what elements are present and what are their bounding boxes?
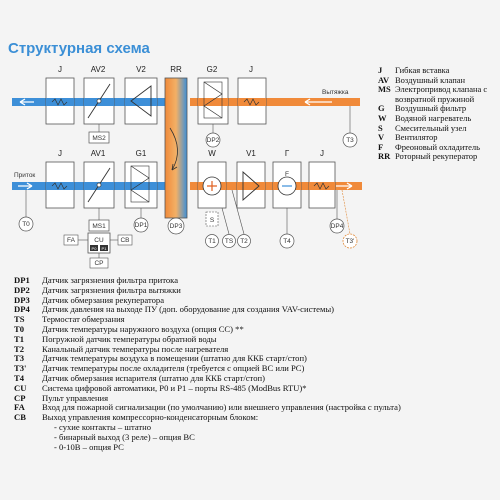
cu-label: CU — [94, 237, 104, 244]
supply-label: Приток — [14, 172, 35, 179]
supply-arrow-left-icon — [18, 182, 33, 190]
rotor-recuperator — [164, 77, 188, 219]
t0-label: T0 — [22, 221, 30, 228]
ts-sensor — [222, 234, 236, 248]
exhaust-duct-right — [190, 98, 360, 106]
t1-label: T1 — [208, 238, 216, 245]
s-label: S — [210, 217, 215, 224]
t4-label: T4 — [283, 238, 291, 245]
t1-sensor — [205, 234, 219, 248]
unit-av1: AV1 — [91, 149, 106, 158]
unit-j-top-right: J — [249, 65, 253, 74]
dp4-label: DP4 — [331, 223, 344, 230]
fan-triangle-icon — [130, 85, 152, 117]
filter-zigzag-icon — [203, 81, 223, 119]
unit-j-bottom-left: J — [58, 149, 62, 158]
page-title: Структурная схема — [8, 40, 150, 57]
unit-w: W — [208, 149, 216, 158]
filter-zigzag-icon — [130, 165, 150, 203]
unit-av2: AV2 — [91, 65, 106, 74]
supply-arrow-right-icon — [336, 182, 353, 190]
top-unit-labels: J AV2 V2 RR G2 J — [58, 65, 253, 74]
unit-v1: V1 — [246, 149, 256, 158]
fa-label: FA — [67, 237, 76, 244]
f-label: F — [285, 171, 289, 178]
dp3-sensor — [167, 217, 185, 235]
unit-v2: V2 — [136, 65, 146, 74]
t3-prime-sensor — [342, 233, 358, 249]
unit-rr: RR — [170, 65, 182, 74]
cb-option: - бинарный выход (3 реле) – опция BC — [54, 431, 195, 442]
unit-j-top-left: J — [58, 65, 62, 74]
ms1-label: MS1 — [92, 223, 106, 230]
ms2-label: MS2 — [92, 135, 106, 142]
cb-option: - 0-10В – опция PC — [54, 441, 124, 452]
unit-g1: G1 — [136, 149, 147, 158]
cb-option: - сухие контакты – штатно — [54, 421, 152, 432]
exhaust-arrow-right-icon — [304, 98, 332, 106]
bottom-unit-labels: J AV1 G1 W V1 Г J — [58, 149, 324, 158]
dp2-label: DP2 — [207, 137, 220, 144]
t3-prime-label: T3' — [346, 238, 355, 245]
fan-triangle-icon — [242, 171, 260, 201]
ts-label: TS — [225, 238, 234, 245]
cb-label: CB — [120, 237, 129, 244]
exhaust-label: Вытяжка — [322, 89, 349, 96]
t2-sensor — [237, 234, 251, 248]
legend-item: T3'Датчик температуры после охладителя (… — [14, 363, 305, 374]
mixing-unit-s — [205, 211, 219, 227]
structural-diagram: J AV2 V2 RR G2 J Вытяжка Приток MS2 DP2 … — [12, 65, 362, 269]
dp1-label: DP1 — [135, 222, 148, 229]
exhaust-arrow-left-icon — [19, 98, 34, 106]
unit-g-cooler: Г — [285, 149, 290, 158]
dp3-label: DP3 — [170, 223, 183, 230]
unit-g2: G2 — [207, 65, 218, 74]
cp-label: CP — [94, 260, 103, 267]
p0-label: P0 — [92, 246, 98, 251]
p1-label: P1 — [102, 246, 108, 251]
unit-j-bottom-right: J — [320, 149, 324, 158]
t2-label: T2 — [240, 238, 248, 245]
t3-label: T3 — [346, 137, 354, 144]
